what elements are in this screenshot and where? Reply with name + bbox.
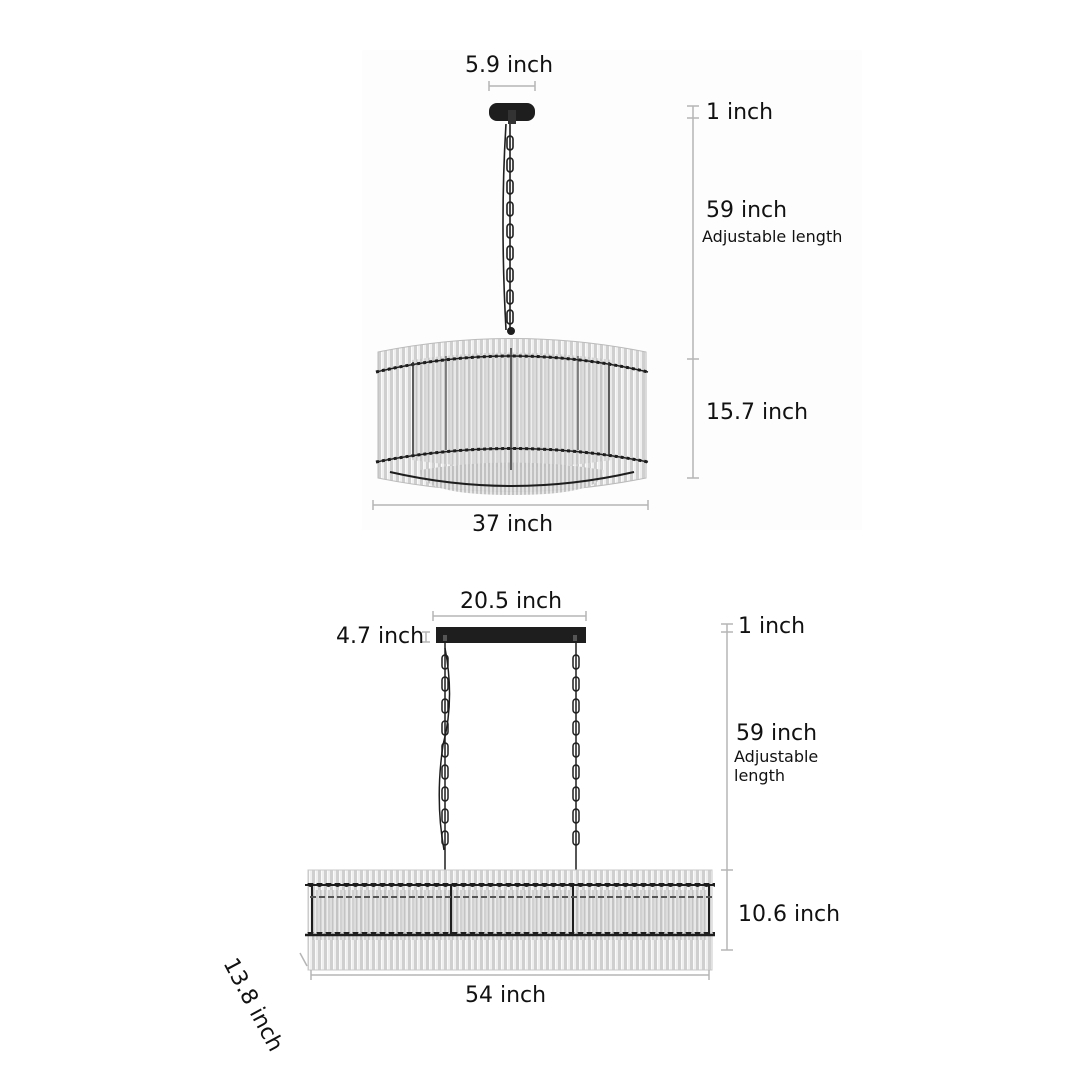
round-drum-body [375, 338, 649, 495]
round-body-diameter-label: 37 inch [472, 512, 554, 537]
linear-chain-note-line1: Adjustable [734, 747, 819, 766]
linear-dimension-lines [299, 611, 733, 980]
linear-canopy [436, 627, 586, 643]
round-chain-ball [507, 327, 515, 335]
linear-body [305, 869, 715, 971]
round-canopy [489, 103, 535, 124]
round-dimension-lines [372, 81, 699, 510]
round-chain-note: Adjustable length [702, 227, 843, 246]
linear-canopy-height-label: 1 inch [738, 614, 806, 639]
round-canopy-height-label: 1 inch [706, 100, 774, 125]
round-canopy-diameter-label: 5.9 inch [465, 53, 554, 78]
round-body-height-label: 15.7 inch [706, 400, 809, 425]
linear-canopy-width-label: 4.7 inch [336, 624, 425, 649]
linear-body-height-label: 10.6 inch [738, 902, 841, 927]
round-chain [502, 123, 514, 331]
linear-chain-note-line2: length [734, 766, 785, 785]
linear-chain-length-label: 59 inch [736, 721, 818, 746]
linear-chains [438, 643, 580, 870]
linear-canopy-length-label: 20.5 inch [460, 589, 563, 614]
round-chain-length-label: 59 inch [706, 198, 788, 223]
linear-body-length-label: 54 inch [465, 983, 547, 1008]
